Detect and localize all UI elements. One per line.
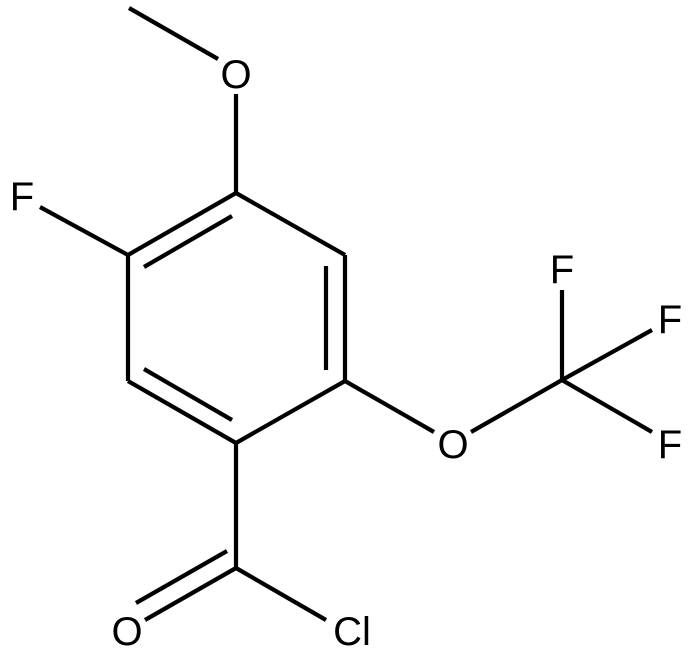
acyl-chlorine-label: Cl <box>333 610 371 654</box>
bond-carbonyl-o <box>143 566 238 622</box>
bond-cf3-f-bottom <box>560 378 654 434</box>
bond-o-cf3 <box>469 378 564 434</box>
bond-c2-o <box>343 379 436 434</box>
cf3-fluorine-right-label: F <box>658 298 682 342</box>
atom-labels: O F O F F F O Cl <box>10 53 682 654</box>
methoxy-oxygen-label: O <box>220 53 251 97</box>
bonds <box>38 6 654 622</box>
bond-methyl-o <box>127 6 220 61</box>
carbonyl-oxygen-label: O <box>111 610 142 654</box>
bond-carbonyl-o-second <box>134 549 229 605</box>
cf3-fluorine-bottom-label: F <box>658 423 682 467</box>
bond-c4-c5 <box>126 191 238 257</box>
bond-c4-c5-inner <box>142 214 234 269</box>
bond-carbonyl-cl <box>234 566 328 622</box>
cf3-fluorine-top-label: F <box>550 248 574 292</box>
bond-c6-c1 <box>126 379 238 445</box>
bond-c5-f <box>38 205 130 257</box>
bond-c1-c2 <box>234 379 347 445</box>
ring-fluorine-label: F <box>10 175 34 219</box>
bond-c3-c4 <box>234 191 347 257</box>
bond-cf3-f-right <box>560 328 654 382</box>
bond-c6-c1-inner <box>142 367 234 422</box>
ether-oxygen-label: O <box>437 423 468 467</box>
